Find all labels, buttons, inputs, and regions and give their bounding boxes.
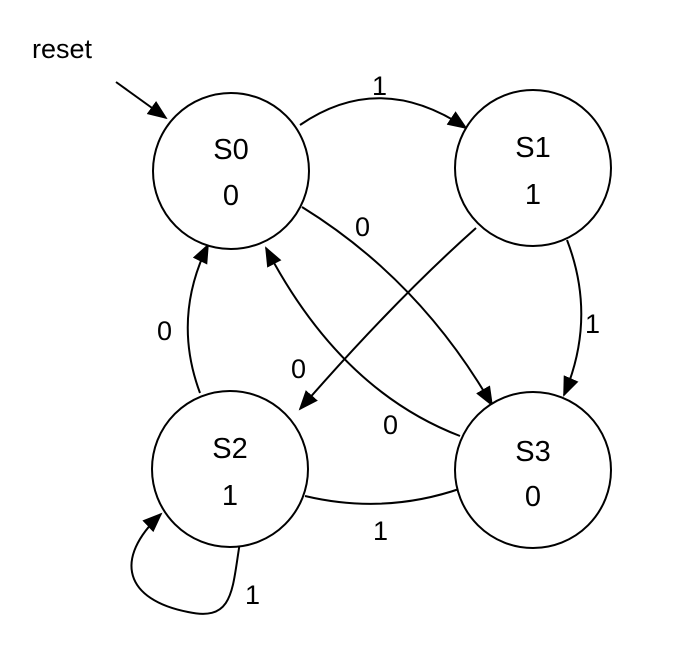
state-output: 0 (223, 180, 239, 212)
edge-s0-s1 (299, 97, 468, 130)
state-circle (151, 390, 309, 548)
state-output: 0 (525, 481, 541, 513)
edge-s1-s3 (563, 239, 583, 397)
state-circle (454, 89, 612, 247)
edge-label-s1-s2: 0 (291, 354, 306, 384)
edge-label-s0-s1: 1 (372, 71, 387, 101)
edge-s2-self-loop (130, 512, 241, 615)
state-s1: S1 1 (454, 89, 612, 247)
state-circle (152, 92, 310, 250)
edge-label-s2-s2: 1 (245, 580, 260, 610)
state-name: S0 (213, 134, 248, 166)
state-name: S1 (515, 132, 550, 164)
edge-label-s2-s0: 0 (157, 316, 172, 346)
state-name: S3 (515, 436, 550, 468)
state-s3: S3 0 (454, 391, 612, 549)
state-s2: S2 1 (151, 390, 309, 548)
state-output: 1 (222, 480, 238, 512)
edge-s1-s2 (298, 227, 477, 411)
state-output: 1 (525, 179, 541, 211)
reset-label: reset (32, 34, 93, 64)
edge-s3-s2 (304, 487, 463, 505)
edge-label-s1-s3: 1 (585, 309, 600, 339)
edge-s3-s0 (265, 246, 461, 437)
edge-label-s0-s3: 0 (355, 212, 370, 242)
reset-arrow (115, 81, 168, 120)
state-name: S2 (212, 433, 247, 465)
state-circle (454, 391, 612, 549)
edge-label-s3-s2: 1 (373, 516, 388, 546)
state-s0: S0 0 (152, 92, 310, 250)
edge-label-s3-s0: 0 (383, 410, 398, 440)
edge-s2-s0 (186, 243, 209, 394)
